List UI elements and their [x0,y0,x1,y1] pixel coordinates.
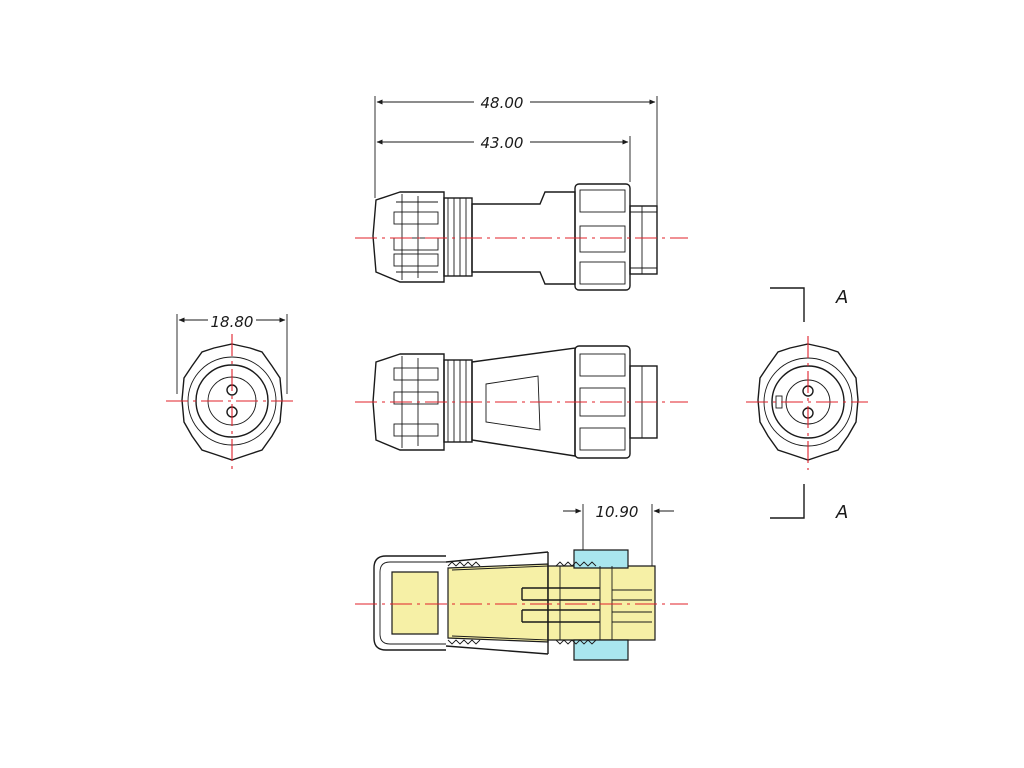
dimension-diameter: 18.80 [178,313,286,331]
section-mark-bottom: A [835,502,848,523]
side-view-top: 48.00 43.00 [372,94,658,291]
section-mark-top: A [835,287,848,308]
section-view: 10.90 [373,503,674,661]
overall-length-label: 48.00 [481,94,524,112]
body-length-label: 43.00 [481,134,524,152]
dimension-body-length: 43.00 [376,134,629,152]
end-view-right: A A [757,287,859,523]
pin-length-label: 10.90 [596,503,639,521]
dimension-overall-length: 48.00 [376,94,656,112]
center-lines [166,237,868,605]
diameter-label: 18.80 [211,313,254,331]
dimension-pin-length: 10.90 [563,503,674,566]
